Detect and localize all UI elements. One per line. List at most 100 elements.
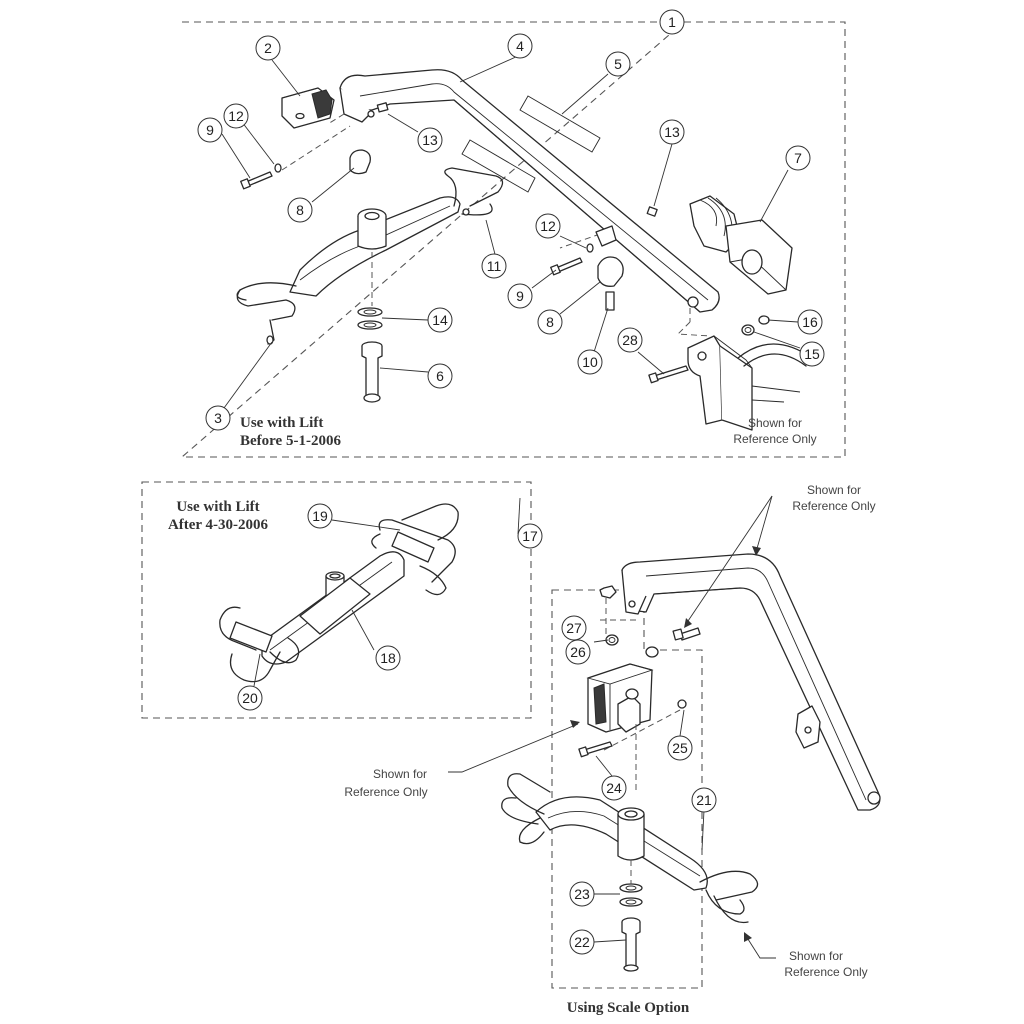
boom-arm-reference (621, 553, 881, 811)
nut-26-27 (599, 585, 619, 646)
svg-text:27: 27 (566, 620, 582, 636)
callout-7: 7 (785, 145, 811, 171)
svg-text:7: 7 (794, 150, 802, 166)
svg-text:8: 8 (546, 314, 554, 330)
svg-text:4: 4 (516, 38, 524, 54)
svg-text:9: 9 (516, 288, 524, 304)
callout-12-mid: 12 (535, 213, 561, 239)
clip-3 (266, 319, 275, 345)
callout-4: 4 (507, 33, 533, 59)
nut-13-boom (376, 102, 389, 113)
actuator-7 (689, 195, 793, 295)
svg-text:11: 11 (487, 258, 502, 274)
callout-8-mid: 8 (537, 309, 563, 335)
callout-27: 27 (561, 615, 587, 641)
bolt-24 (578, 741, 613, 758)
mast-bracket-reference (687, 335, 813, 431)
nut-13-right (646, 206, 658, 217)
callout-13-top: 13 (417, 127, 443, 153)
label-ref-b-line1: Shown for (807, 483, 861, 497)
svg-text:9: 9 (206, 122, 214, 138)
svg-text:5: 5 (614, 56, 622, 72)
callout-3: 3 (205, 405, 231, 431)
pivot-pin-22 (621, 917, 641, 972)
svg-text:21: 21 (696, 792, 712, 808)
svg-text:26: 26 (570, 644, 586, 660)
callout-9-top: 9 (197, 117, 223, 143)
callout-20: 20 (237, 685, 263, 711)
scale-bolt-top (672, 627, 701, 641)
spreader-bar-old (236, 167, 504, 321)
assembly-17-box (141, 481, 532, 719)
callout-8-top: 8 (287, 197, 313, 223)
label-after-line2: After 4-30-2006 (168, 517, 269, 533)
callout-6: 6 (427, 363, 453, 389)
svg-text:22: 22 (574, 934, 590, 950)
bolt-9-left (240, 171, 273, 190)
label-scale-option: Using Scale Option (567, 1000, 690, 1016)
callout-18: 18 (375, 645, 401, 671)
label-before-line2: Before 5-1-2006 (240, 433, 341, 449)
washer-12-mid (586, 243, 594, 253)
callout-23: 23 (569, 881, 595, 907)
callout-28: 28 (617, 327, 643, 353)
svg-text:16: 16 (802, 314, 818, 330)
callout-26: 26 (565, 639, 591, 665)
label-ref-d-line2: Reference Only (784, 965, 867, 979)
svg-text:25: 25 (672, 740, 688, 756)
label-before-line1: Use with Lift (240, 415, 323, 431)
washers-14 (357, 307, 383, 330)
callout-25: 25 (667, 735, 693, 761)
svg-text:24: 24 (606, 780, 622, 796)
svg-text:15: 15 (804, 346, 820, 362)
leader-lines (221, 55, 801, 959)
svg-text:23: 23 (574, 886, 590, 902)
scale-unit (586, 663, 654, 733)
end-cap (281, 87, 335, 129)
svg-text:6: 6 (436, 368, 444, 384)
callout-17: 17 (517, 523, 543, 549)
nut-25 (677, 699, 687, 709)
svg-text:13: 13 (422, 132, 438, 148)
label-ref-c-line1: Shown for (373, 767, 427, 781)
svg-text:12: 12 (540, 218, 556, 234)
bolt-9-mid (550, 257, 583, 276)
callout-2: 2 (255, 35, 281, 61)
callout-21: 21 (691, 787, 717, 813)
bushing-8-top (349, 149, 371, 175)
label-strip (461, 95, 601, 193)
boom-arm (339, 69, 720, 313)
callout-24: 24 (601, 775, 627, 801)
callout-10: 10 (577, 349, 603, 375)
spreader-bar-scale (501, 773, 759, 924)
svg-text:20: 20 (242, 690, 258, 706)
pivot-pin-6 (361, 341, 383, 403)
label-ref-a-line2: Reference Only (733, 432, 816, 446)
svg-text:2: 2 (264, 40, 272, 56)
svg-text:10: 10 (582, 354, 598, 370)
bushing-8-mid (597, 256, 624, 287)
svg-text:18: 18 (380, 650, 396, 666)
svg-text:8: 8 (296, 202, 304, 218)
svg-text:12: 12 (228, 108, 244, 124)
callout-13-right: 13 (659, 119, 685, 145)
pin-10 (605, 291, 615, 311)
svg-text:3: 3 (214, 410, 222, 426)
label-ref-b-line2: Reference Only (792, 499, 875, 513)
callout-9-mid: 9 (507, 283, 533, 309)
callout-15: 15 (799, 341, 825, 367)
callout-12-top: 12 (223, 103, 249, 129)
nut-washer-15-16 (741, 315, 770, 336)
svg-text:14: 14 (432, 312, 448, 328)
bolt-28 (648, 365, 689, 384)
callout-16: 16 (797, 309, 823, 335)
spreader-bar-new (219, 503, 459, 683)
svg-text:19: 19 (312, 508, 328, 524)
washers-23 (619, 883, 643, 907)
svg-text:1: 1 (668, 14, 676, 30)
callout-1: 1 (659, 9, 685, 35)
svg-text:28: 28 (622, 332, 638, 348)
scale-option-box (551, 589, 703, 989)
callout-11: 11 (481, 253, 507, 279)
